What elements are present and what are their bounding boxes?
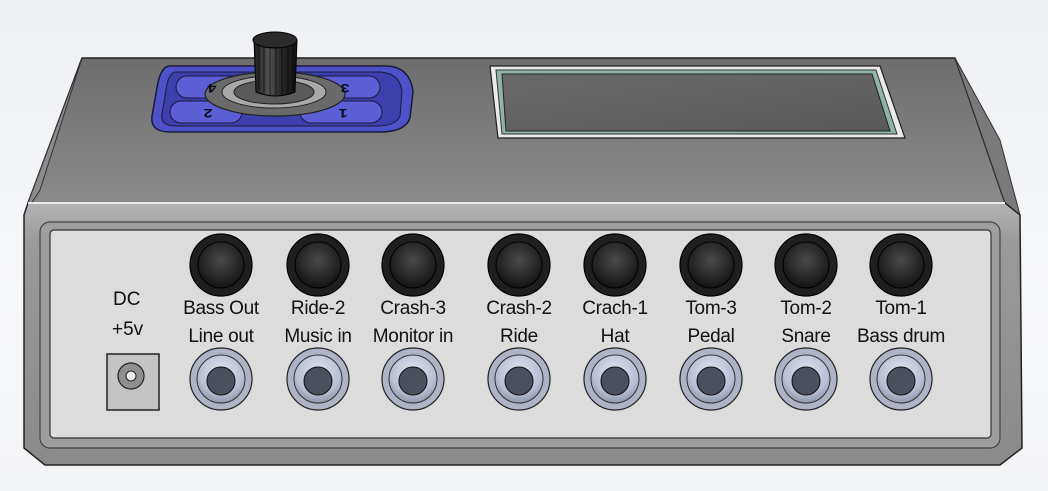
input-jack-label: Crash-2: [486, 298, 552, 319]
input-jack-label: Crash-3: [380, 298, 446, 319]
output-jack[interactable]: [286, 347, 350, 411]
input-jack-label: Bass Out: [183, 298, 259, 319]
output-jack-label: Ride: [500, 326, 538, 347]
input-jack-label: Crach-1: [582, 298, 648, 319]
input-jack-label: Ride-2: [290, 298, 346, 319]
input-jack[interactable]: [286, 233, 350, 297]
output-jack-label: Monitor in: [372, 326, 454, 347]
input-jack-label: Tom-1: [875, 298, 927, 319]
output-jack[interactable]: [381, 347, 445, 411]
output-jack-label: Pedal: [687, 326, 735, 347]
output-jack-label: Snare: [781, 326, 831, 347]
output-jack[interactable]: [774, 347, 838, 411]
keypad: [151, 31, 414, 133]
output-jack[interactable]: [869, 347, 933, 411]
dc-power-jack: [106, 353, 160, 411]
output-jacks-row: [189, 347, 933, 411]
lcd-display: [489, 65, 906, 139]
keypad-key-label: 2: [203, 106, 213, 119]
keypad-key-label: 1: [338, 106, 348, 119]
output-jack-label: Hat: [600, 326, 630, 347]
input-jack[interactable]: [869, 233, 933, 297]
output-jack-label: Bass drum: [856, 326, 946, 347]
input-jack[interactable]: [381, 233, 445, 297]
front-panel: [49, 229, 992, 439]
power-label-voltage: +5v: [112, 319, 144, 340]
output-jack[interactable]: [583, 347, 647, 411]
input-jack[interactable]: [189, 233, 253, 297]
input-jack[interactable]: [487, 233, 551, 297]
keypad-key-label: 3: [340, 81, 350, 94]
output-jack[interactable]: [487, 347, 551, 411]
input-jack-label: Tom-3: [685, 298, 737, 319]
output-jack-label: Music in: [284, 326, 352, 347]
input-jacks-row: [189, 233, 933, 297]
power-label-dc: DC: [113, 289, 141, 310]
input-jack-label: Tom-2: [780, 298, 832, 319]
input-jack[interactable]: [679, 233, 743, 297]
input-jack[interactable]: [583, 233, 647, 297]
output-jack[interactable]: [189, 347, 253, 411]
keypad-key-label: 4: [207, 81, 217, 94]
input-jack[interactable]: [774, 233, 838, 297]
rotary-knob: [252, 31, 298, 97]
output-jack[interactable]: [679, 347, 743, 411]
output-jack-label: Line out: [188, 326, 254, 347]
